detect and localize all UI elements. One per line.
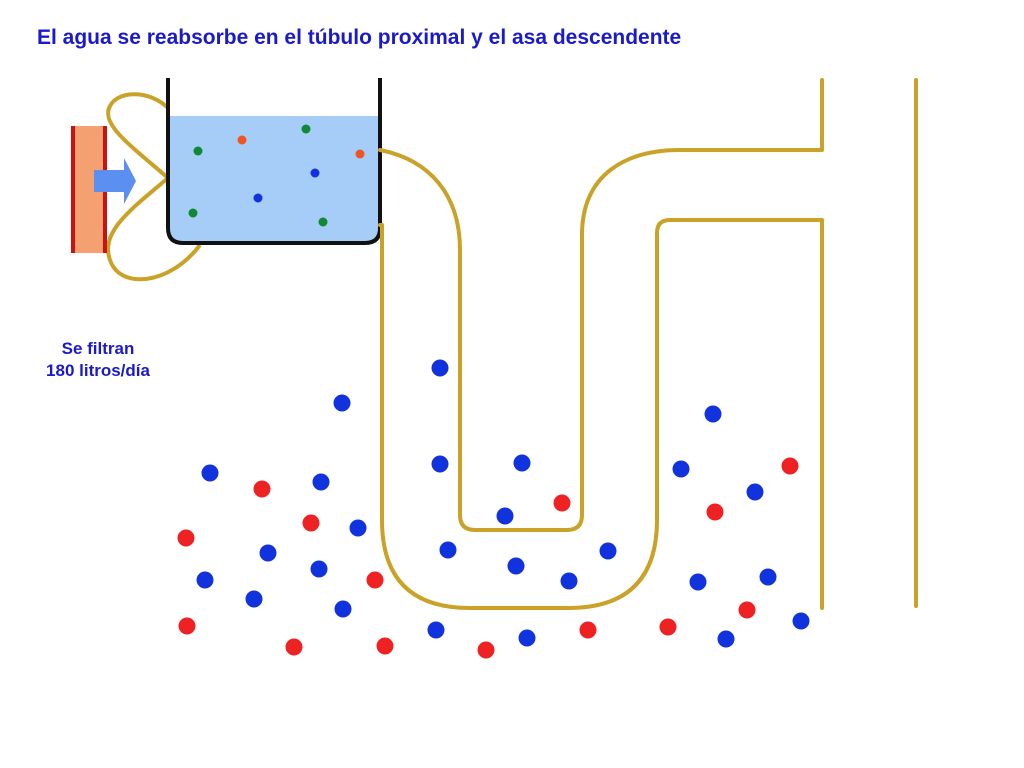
particle-red [781, 457, 799, 475]
particle-blue [196, 571, 214, 589]
interstitial-particles [177, 359, 810, 659]
particle-red [285, 638, 303, 656]
particle-blue [672, 460, 690, 478]
particle-red [706, 503, 724, 521]
particle-red [579, 621, 597, 639]
particle-blue [496, 507, 514, 525]
solute-green [318, 217, 328, 227]
particle-blue [334, 600, 352, 618]
particle-blue [704, 405, 722, 423]
filtration-caption: Se filtran 180 litros/día [18, 338, 178, 382]
capsule-water [170, 116, 378, 242]
particle-blue [349, 519, 367, 537]
solute-orange [237, 135, 247, 145]
solute-green [193, 146, 203, 156]
particle-blue [759, 568, 777, 586]
particle-blue [513, 454, 531, 472]
particle-red [477, 641, 495, 659]
particle-blue [245, 590, 263, 608]
slide-title: El agua se reabsorbe en el túbulo proxim… [37, 26, 682, 49]
particle-red [366, 571, 384, 589]
particle-red [376, 637, 394, 655]
glomerulus-loop [106, 92, 202, 282]
right-arrow-icon [94, 158, 136, 204]
capsule-solutes [188, 124, 365, 227]
particle-blue [560, 572, 578, 590]
particle-red [177, 529, 195, 547]
particle-blue [689, 573, 707, 591]
filtration-caption-line2: 180 litros/día [46, 361, 150, 380]
particle-blue [507, 557, 525, 575]
solute-blue [253, 193, 263, 203]
particle-blue [717, 630, 735, 648]
particle-blue [312, 473, 330, 491]
particle-blue [792, 612, 810, 630]
tubule-inner-wall [378, 218, 824, 610]
solute-green [301, 124, 311, 134]
particle-blue [431, 455, 449, 473]
particle-blue [599, 542, 617, 560]
particle-blue [431, 359, 449, 377]
particle-blue [310, 560, 328, 578]
particle-red [178, 617, 196, 635]
particle-red [659, 618, 677, 636]
particle-blue [746, 483, 764, 501]
solute-green [188, 208, 198, 218]
particle-blue [439, 541, 457, 559]
particle-red [553, 494, 571, 512]
tubule [378, 78, 918, 610]
particle-blue [201, 464, 219, 482]
particle-red [302, 514, 320, 532]
tubule-outer-wall [378, 78, 824, 532]
filtration-caption-line1: Se filtran [61, 339, 135, 358]
particle-blue [427, 621, 445, 639]
particle-red [253, 480, 271, 498]
particle-red [738, 601, 756, 619]
particle-blue [259, 544, 277, 562]
solute-blue [310, 168, 320, 178]
particle-blue [518, 629, 536, 647]
particle-blue [333, 394, 351, 412]
solute-orange [355, 149, 365, 159]
bowman-capsule [166, 78, 382, 245]
